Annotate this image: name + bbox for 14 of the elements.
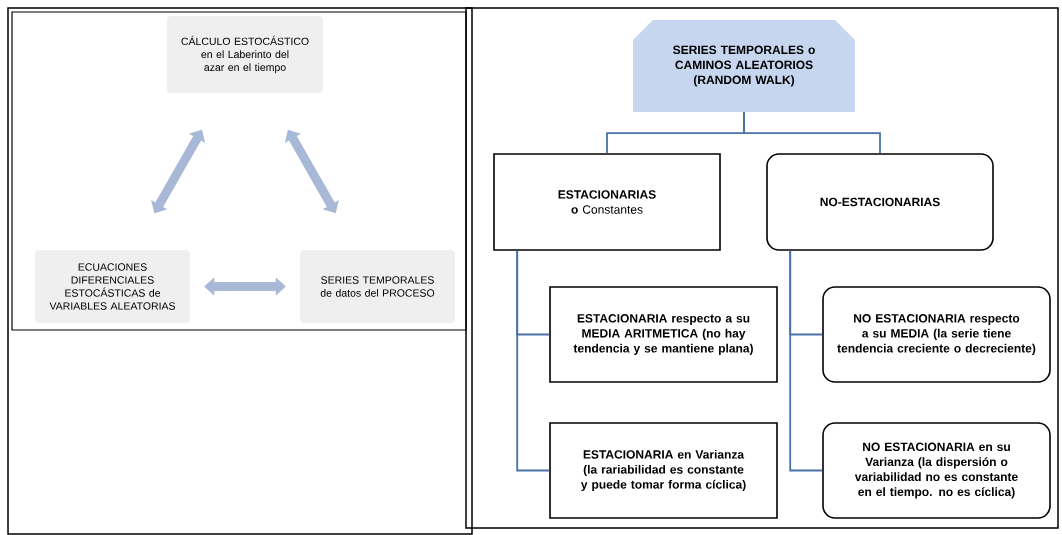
topic-box: SERIES TEMPORALES de datos del PROCESO <box>300 250 455 323</box>
category-box: NO ESTACIONARIA en su Varianza (la dispersión o variabilidad no es constante en el tiempo. no es cíclica) <box>822 422 1051 519</box>
topic-box: CÁLCULO ESTOCÁSTICO en el Laberinto del azar en el tiempo <box>167 16 323 93</box>
connector-line <box>743 111 881 155</box>
connector-line <box>516 249 551 472</box>
category-box: ESTACIONARIA respecto a su MEDIA ARITMETICA (no hay tendencia y se mantiene plana) <box>549 286 778 383</box>
category-box: NO ESTACIONARIA respecto a su MEDIA (la serie tiene tendencia creciente o decreciente) <box>822 286 1051 383</box>
connector-line <box>789 249 824 472</box>
category-box: NO-ESTACIONARIAS <box>766 153 994 251</box>
category-box: ESTACIONARIA en Varianza (la rariabilidad es constante y puede tomar forma cíclica) <box>549 422 778 519</box>
double-arrow <box>204 277 286 296</box>
category-box: ESTACIONARIAS o Constantes <box>493 153 721 251</box>
root-box: SERIES TEMPORALES o CAMINOS ALEATORIOS (RANDOM WALK) <box>633 20 855 112</box>
topic-box: ECUACIONES DIFERENCIALES ESTOCÁSTICAS de VARIABLES ALEATORIAS <box>35 250 190 323</box>
